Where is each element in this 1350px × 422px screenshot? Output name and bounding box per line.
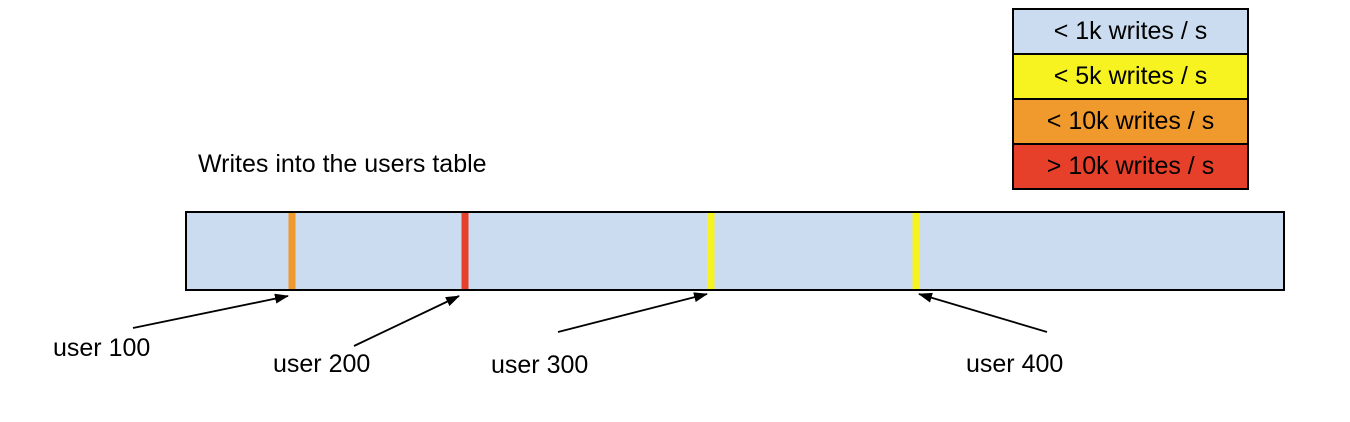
hotspot-marker-user-100: [288, 213, 296, 289]
hotspot-marker-user-200: [461, 213, 469, 289]
legend: < 1k writes / s < 5k writes / s < 10k wr…: [1012, 8, 1249, 190]
diagram-title: Writes into the users table: [198, 150, 487, 178]
arrow-user-200: [353, 295, 460, 347]
legend-item-lt-10k: < 10k writes / s: [1014, 100, 1247, 145]
arrow-user-100: [132, 293, 289, 329]
label-user-200: user 200: [273, 350, 371, 378]
label-user-100: user 100: [53, 334, 151, 362]
arrow-user-300: [557, 292, 708, 333]
hotspot-marker-user-400: [912, 213, 920, 289]
legend-item-lt-5k: < 5k writes / s: [1014, 55, 1247, 100]
label-user-300: user 300: [491, 351, 589, 379]
hotspot-marker-user-300: [707, 213, 715, 289]
arrow-user-400: [918, 292, 1048, 333]
users-table-bar: [185, 211, 1285, 291]
label-user-400: user 400: [966, 350, 1064, 378]
legend-item-gt-10k: > 10k writes / s: [1014, 145, 1247, 188]
legend-item-lt-1k: < 1k writes / s: [1014, 10, 1247, 55]
